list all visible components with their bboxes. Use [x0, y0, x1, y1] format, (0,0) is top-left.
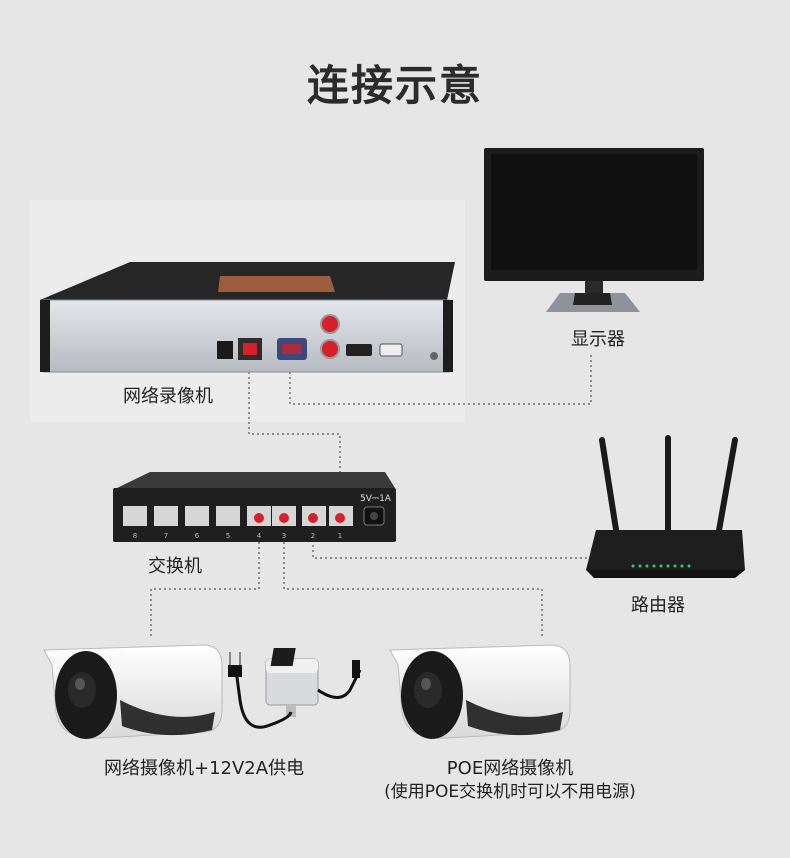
monitor-icon [484, 148, 704, 312]
cable-switch-camera-right [283, 522, 543, 637]
camera-right-label: POE网络摄像机 [446, 758, 574, 779]
switch-port-number: 7 [164, 532, 168, 540]
nvr-label: 网络录像机 [123, 386, 213, 407]
page-title: 连接示意 [306, 61, 483, 110]
router-label: 路由器 [631, 595, 685, 616]
camera-left-icon [43, 644, 223, 739]
router-icon [586, 435, 745, 578]
power-adapter-icon [228, 652, 362, 729]
nvr-icon [40, 262, 455, 373]
camera-right-note: (使用POE交换机时可以不用电源) [384, 782, 636, 802]
switch-port-number: 5 [226, 532, 230, 540]
switch-ports [123, 506, 353, 526]
switch-power-label: 5V⎓1A [360, 494, 392, 504]
cable-switch-camera-left [150, 522, 260, 637]
switch-port-number: 6 [195, 532, 200, 540]
switch-label: 交换机 [148, 556, 202, 577]
switch-port-number: 4 [257, 532, 262, 540]
switch-icon: 5V⎓1A 8 7 6 5 4 3 2 1 [113, 472, 396, 542]
switch-port-number: 1 [338, 532, 342, 540]
switch-port-number: 8 [133, 532, 137, 540]
camera-right-icon [270, 644, 571, 739]
switch-port-number: 3 [282, 532, 286, 540]
camera-left-label: 网络摄像机+12V2A供电 [104, 758, 305, 779]
switch-port-number: 2 [311, 532, 315, 540]
monitor-label: 显示器 [571, 329, 625, 350]
cable-nvr-monitor [289, 352, 592, 405]
